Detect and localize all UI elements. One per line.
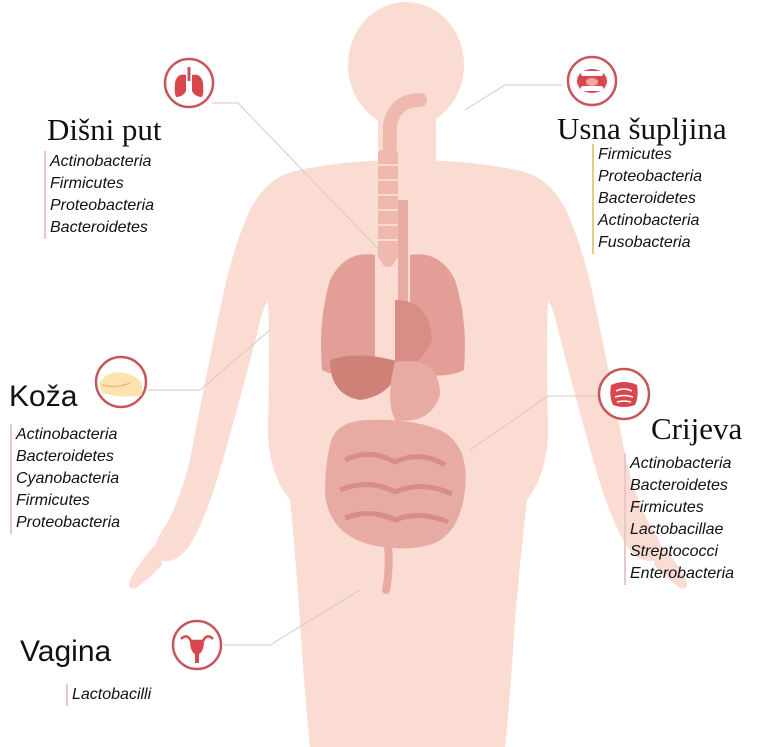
bacteria-item: Firmicutes [598,144,702,166]
bacteria-item: Proteobacteria [50,195,154,217]
bacteria-item: Firmicutes [50,173,154,195]
bacteria-item: Firmicutes [16,490,120,512]
bacteria-item: Bacteroidetes [50,217,154,239]
bacteria-item: Cyanobacteria [16,468,120,490]
bacteria-item: Firmicutes [630,497,734,519]
bacteria-list-respiratory: Actinobacteria Firmicutes Proteobacteria… [44,151,154,239]
mouth-icon [566,55,618,107]
bacteria-item: Proteobacteria [598,166,702,188]
uterus-icon [171,619,223,671]
bacteria-item: Streptococci [630,541,734,563]
site-title-respiratory: Dišni put [47,114,162,145]
bacteria-item: Lactobacilli [72,684,151,706]
site-title-vagina: Vagina [20,637,111,667]
skin-icon [94,355,148,409]
lungs-icon [163,57,215,109]
site-title-gut: Crijeva [651,413,742,444]
bacteria-list-oral: Firmicutes Proteobacteria Bacteroidetes … [592,144,702,254]
bacteria-item: Bacteroidetes [598,188,702,210]
site-title-skin: Koža [9,382,77,412]
site-title-oral: Usna šupljina [557,113,727,144]
bacteria-item: Actinobacteria [630,453,734,475]
bacteria-item: Enterobacteria [630,563,734,585]
bacteria-list-skin: Actinobacteria Bacteroidetes Cyanobacter… [10,424,120,534]
bacteria-item: Bacteroidetes [16,446,120,468]
bacteria-item: Fusobacteria [598,232,702,254]
bacteria-item: Proteobacteria [16,512,120,534]
bacteria-list-gut: Actinobacteria Bacteroidetes Firmicutes … [624,453,734,585]
intestine-icon [597,367,651,421]
bacteria-item: Actinobacteria [598,210,702,232]
bacteria-item: Bacteroidetes [630,475,734,497]
bacteria-item: Actinobacteria [16,424,120,446]
bacteria-item: Actinobacteria [50,151,154,173]
bacteria-list-vagina: Lactobacilli [66,684,151,706]
bacteria-item: Lactobacillae [630,519,734,541]
